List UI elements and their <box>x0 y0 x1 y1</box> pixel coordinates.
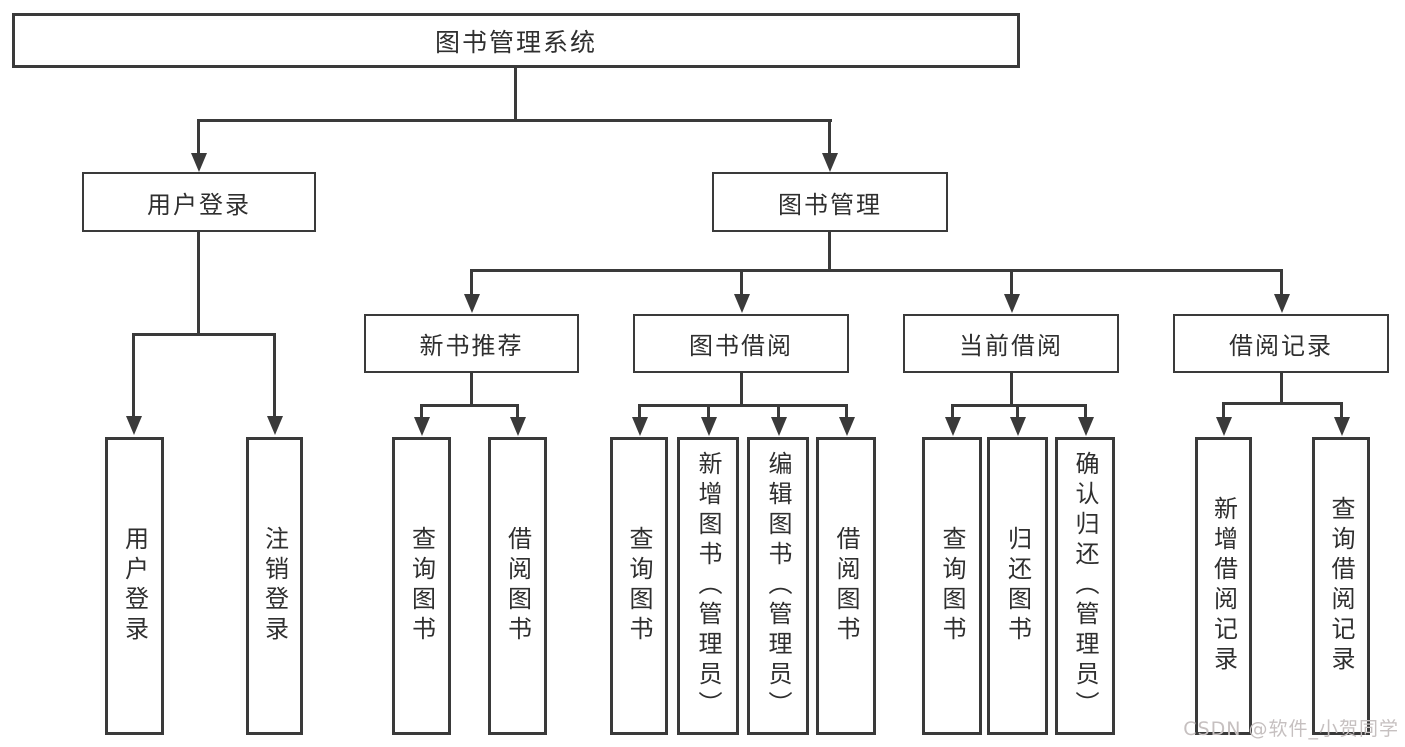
connector-line <box>197 119 832 122</box>
leaf-confirm-return-admin: 确认归还（管理员） <box>1055 437 1115 735</box>
node-label: 新书推荐 <box>419 332 524 360</box>
leaf-label: 查询图书 <box>407 526 436 646</box>
connector-line <box>470 373 473 407</box>
node-book-borrow: 图书借阅 <box>633 314 849 373</box>
csdn-watermark: CSDN @软件_小贺同学 <box>1183 718 1399 740</box>
leaf-query-borrow-record: 查询借阅记录 <box>1312 437 1370 735</box>
leaf-label: 注销登录 <box>260 526 289 646</box>
arrow-down-icon <box>510 417 526 436</box>
arrow-down-icon <box>191 153 207 172</box>
leaf-label: 编辑图书（管理员） <box>764 451 792 721</box>
node-label: 用户登录 <box>147 190 251 219</box>
arrow-down-icon <box>632 417 648 436</box>
leaf-logout: 注销登录 <box>246 437 303 735</box>
arrow-down-icon <box>1216 417 1232 436</box>
leaf-return-book: 归还图书 <box>987 437 1048 735</box>
node-label: 借阅记录 <box>1229 332 1333 360</box>
connector-line <box>197 232 200 336</box>
node-label: 图书管理 <box>778 190 882 219</box>
connector-line <box>516 404 519 418</box>
arrow-down-icon <box>1274 294 1290 313</box>
connector-line <box>1222 402 1343 405</box>
arrow-down-icon <box>945 417 961 436</box>
node-label: 图书管理系统 <box>434 27 597 57</box>
leaf-borrow-book: 借阅图书 <box>816 437 876 735</box>
leaf-user-login: 用户登录 <box>105 437 164 735</box>
connector-line <box>740 269 743 296</box>
leaf-add-book-admin: 新增图书（管理员） <box>677 437 739 735</box>
leaf-label: 借阅图书 <box>503 526 532 646</box>
connector-line <box>420 404 423 418</box>
leaf-query-book: 查询图书 <box>392 437 451 735</box>
leaf-label: 新增图书（管理员） <box>694 451 722 721</box>
leaf-label: 新增借阅记录 <box>1209 496 1238 676</box>
leaf-label: 归还图书 <box>1003 526 1032 646</box>
leaf-label: 借阅图书 <box>832 526 860 646</box>
arrow-down-icon <box>701 417 717 436</box>
connector-line <box>1010 373 1013 407</box>
node-book-management: 图书管理 <box>712 172 948 232</box>
leaf-label: 查询借阅记录 <box>1327 496 1355 676</box>
connector-line <box>638 404 848 407</box>
leaf-edit-book-admin: 编辑图书（管理员） <box>747 437 809 735</box>
connector-line <box>828 232 831 272</box>
arrow-down-icon <box>414 417 430 436</box>
connector-line <box>197 119 200 155</box>
connector-line <box>740 373 743 407</box>
connector-line <box>1084 404 1087 418</box>
leaf-label: 确认归还（管理员） <box>1071 451 1099 721</box>
arrow-down-icon <box>1010 417 1026 436</box>
connector-line <box>1280 269 1283 296</box>
node-user-login: 用户登录 <box>82 172 316 232</box>
connector-line <box>1010 269 1013 296</box>
connector-line <box>514 68 517 121</box>
connector-line <box>273 333 276 417</box>
leaf-label: 用户登录 <box>120 526 149 646</box>
connector-line <box>132 333 135 417</box>
arrow-down-icon <box>1334 417 1350 436</box>
arrow-down-icon <box>126 416 142 435</box>
node-label: 当前借阅 <box>959 332 1063 360</box>
arrow-down-icon <box>267 416 283 435</box>
connector-line <box>470 269 1283 272</box>
node-new-book-recommend: 新书推荐 <box>364 314 579 373</box>
leaf-add-borrow-record: 新增借阅记录 <box>1195 437 1252 735</box>
leaf-label: 查询图书 <box>938 526 966 646</box>
arrow-down-icon <box>1004 294 1020 313</box>
leaf-borrow-book: 借阅图书 <box>488 437 547 735</box>
node-label: 图书借阅 <box>689 332 793 360</box>
arrow-down-icon <box>822 153 838 172</box>
arrow-down-icon <box>1078 417 1094 436</box>
connector-line <box>420 404 519 407</box>
connector-line <box>707 404 710 418</box>
leaf-query-book: 查询图书 <box>610 437 668 735</box>
connector-line <box>1016 404 1019 418</box>
connector-line <box>638 404 641 418</box>
connector-line <box>951 404 1087 407</box>
connector-line <box>1340 402 1343 418</box>
node-root-system: 图书管理系统 <box>12 13 1020 68</box>
connector-line <box>470 269 473 296</box>
connector-line <box>1222 402 1225 418</box>
leaf-query-book: 查询图书 <box>922 437 982 735</box>
arrow-down-icon <box>734 294 750 313</box>
leaf-label: 查询图书 <box>625 526 653 646</box>
arrow-down-icon <box>771 417 787 436</box>
connector-line <box>845 404 848 418</box>
connector-line <box>951 404 954 418</box>
connector-line <box>777 404 780 418</box>
connector-line <box>1280 373 1283 405</box>
connector-line <box>828 119 831 155</box>
node-borrow-records: 借阅记录 <box>1173 314 1389 373</box>
connector-line <box>132 333 276 336</box>
node-current-borrow: 当前借阅 <box>903 314 1119 373</box>
arrow-down-icon <box>839 417 855 436</box>
arrow-down-icon <box>464 294 480 313</box>
